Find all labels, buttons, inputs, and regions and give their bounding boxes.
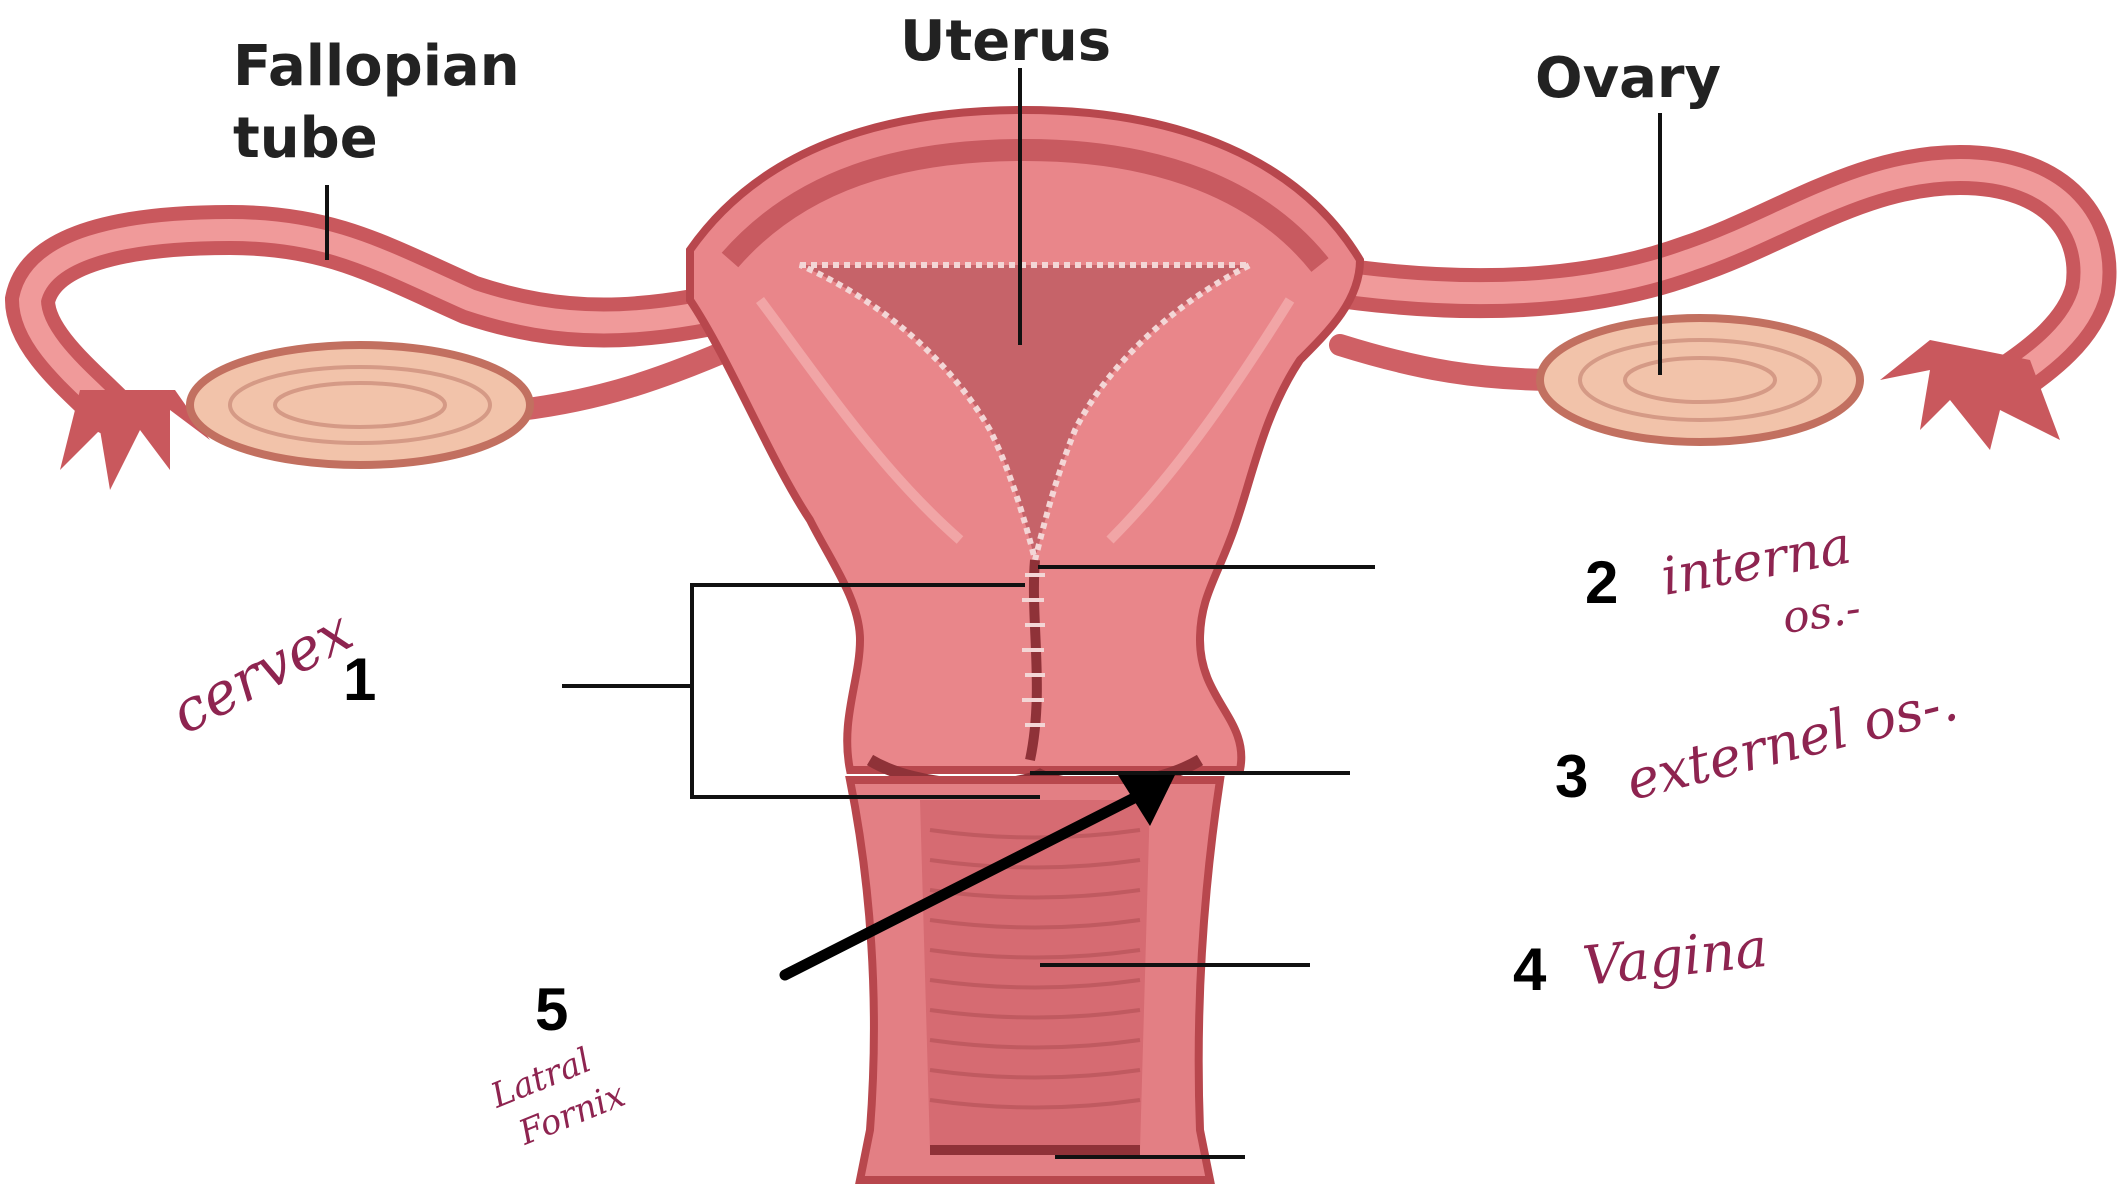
number-5: 5 (535, 976, 568, 1043)
right-ovary (1540, 318, 1860, 442)
handwritten-cervix: cervex (160, 596, 364, 747)
left-ovary (190, 345, 530, 465)
fallopian-tube-label-line2: tube (233, 106, 378, 171)
number-3: 3 (1555, 743, 1588, 810)
number-4: 4 (1513, 936, 1547, 1003)
ovary-label: Ovary (1535, 46, 1721, 111)
fallopian-tube-label: Fallopian (233, 34, 520, 99)
handwritten-internal-os-line2: os.- (1779, 583, 1863, 644)
number-2: 2 (1585, 549, 1618, 616)
handwritten-vagina: Vagina (1580, 916, 1771, 998)
handwritten-external-os: externel os-. (1620, 670, 1964, 813)
uterus-label: Uterus (900, 9, 1111, 74)
